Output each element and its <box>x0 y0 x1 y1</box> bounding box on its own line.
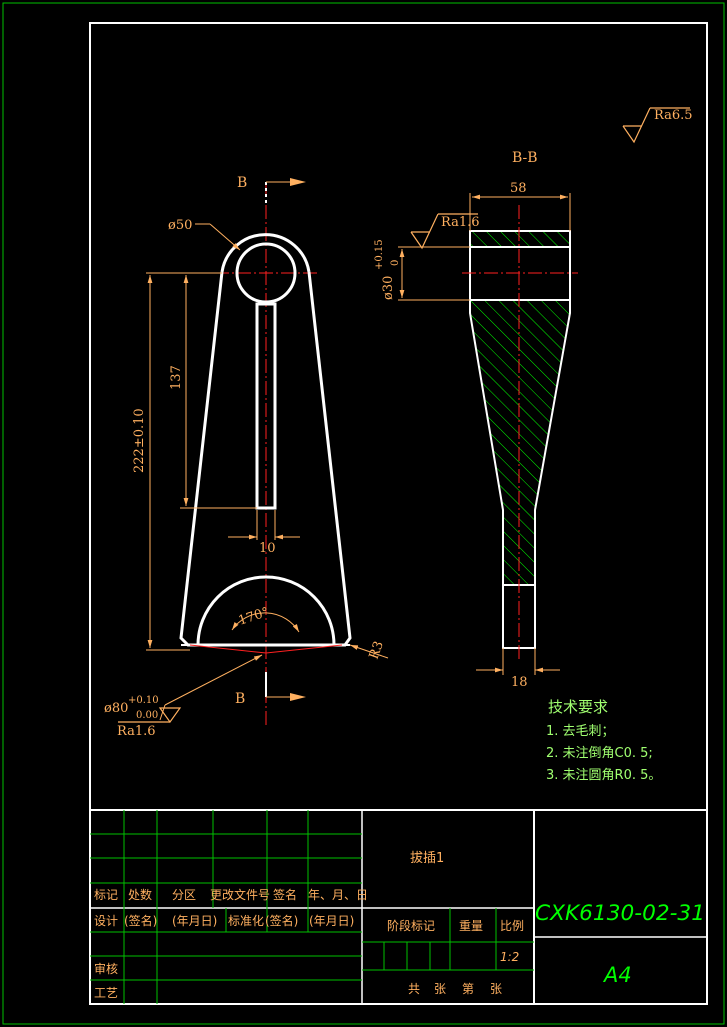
dim-slot-width: 10 <box>259 541 276 556</box>
review-label: 审核 <box>94 961 118 976</box>
dim-bore-lower: 0 <box>390 260 401 266</box>
roughness-symbol-arc <box>118 707 182 724</box>
sheet-total-suffix: 张 <box>434 982 446 996</box>
rev-count: 处数 <box>128 887 152 902</box>
rev-zone: 分区 <box>172 888 196 902</box>
tech-item-1: 1. 去毛刺； <box>546 724 615 739</box>
design-date: (年月日) <box>172 914 217 928</box>
roughness-general: Ra6.5 <box>654 108 693 123</box>
stage-mark-label: 阶段标记 <box>387 918 435 933</box>
rev-sign: 签名 <box>273 887 297 902</box>
section-view <box>462 205 578 660</box>
tech-title: 技术要求 <box>548 698 608 716</box>
dim-center-distance: 222±0.10 <box>132 408 147 473</box>
section-marker-bottom <box>265 672 306 701</box>
tech-item-3: 3. 未注圆角R0. 5。 <box>546 768 661 783</box>
roughness-bore: Ra1.6 <box>441 215 480 230</box>
section-mark-bottom: B <box>235 691 245 707</box>
dim-top-width: 58 <box>510 181 527 196</box>
dim-bottom-width: 18 <box>511 675 528 690</box>
ratio-label: 比例 <box>500 919 524 933</box>
standard-label: 标准化 <box>228 914 264 928</box>
inner-frame <box>89 22 708 1005</box>
dim-arc-radius: R3 <box>367 639 387 661</box>
roughness-symbol-bore <box>410 213 478 250</box>
tech-requirements: 技术要求 1. 去毛刺； 2. 未注倒角C0. 5; 3. 未注圆角R0. 5。 <box>546 698 661 783</box>
sheet-size: A4 <box>602 963 632 987</box>
drawing-number: CXK6130-02-31 <box>535 901 705 925</box>
dim-arc-dia-upper: +0.10 <box>128 695 159 706</box>
design-label: 设计 <box>94 914 118 928</box>
title-block <box>90 809 707 1004</box>
dim-arc-dia: ø80 <box>104 701 128 716</box>
section-dimensions <box>398 193 571 675</box>
sheet-no-suffix: 张 <box>490 982 502 996</box>
front-view <box>179 183 352 725</box>
section-marker-top <box>265 178 306 205</box>
section-title: B-B <box>512 150 538 166</box>
dim-bore-dia: ø30 <box>381 276 396 300</box>
weight-label: 重量 <box>459 919 483 933</box>
front-dimensions <box>146 223 389 721</box>
rev-doc: 更改文件号 <box>210 887 270 902</box>
rev-date: 年、月、日 <box>308 888 368 902</box>
standard-date: (年月日) <box>309 914 354 928</box>
dim-arc-dia-lower: 0.00 <box>136 710 158 721</box>
section-mark-top: B <box>237 175 247 191</box>
process-label: 工艺 <box>94 986 118 1000</box>
standard-sign: (签名) <box>265 913 298 928</box>
tech-item-2: 2. 未注倒角C0. 5; <box>546 746 653 761</box>
sheet-no-prefix: 第 <box>462 982 474 996</box>
design-sign: (签名) <box>124 913 157 928</box>
sheet-total-prefix: 共 <box>408 982 420 996</box>
roughness-symbol-general <box>622 107 690 144</box>
dim-slot-length: 137 <box>169 365 184 390</box>
part-name: 拔插1 <box>410 851 444 866</box>
rev-mark: 标记 <box>94 888 118 902</box>
dim-bore-upper: +0.15 <box>374 239 385 270</box>
roughness-arc: Ra1.6 <box>117 724 156 739</box>
dim-hole-dia: ø50 <box>168 218 192 233</box>
scale-value: 1:2 <box>500 950 519 964</box>
